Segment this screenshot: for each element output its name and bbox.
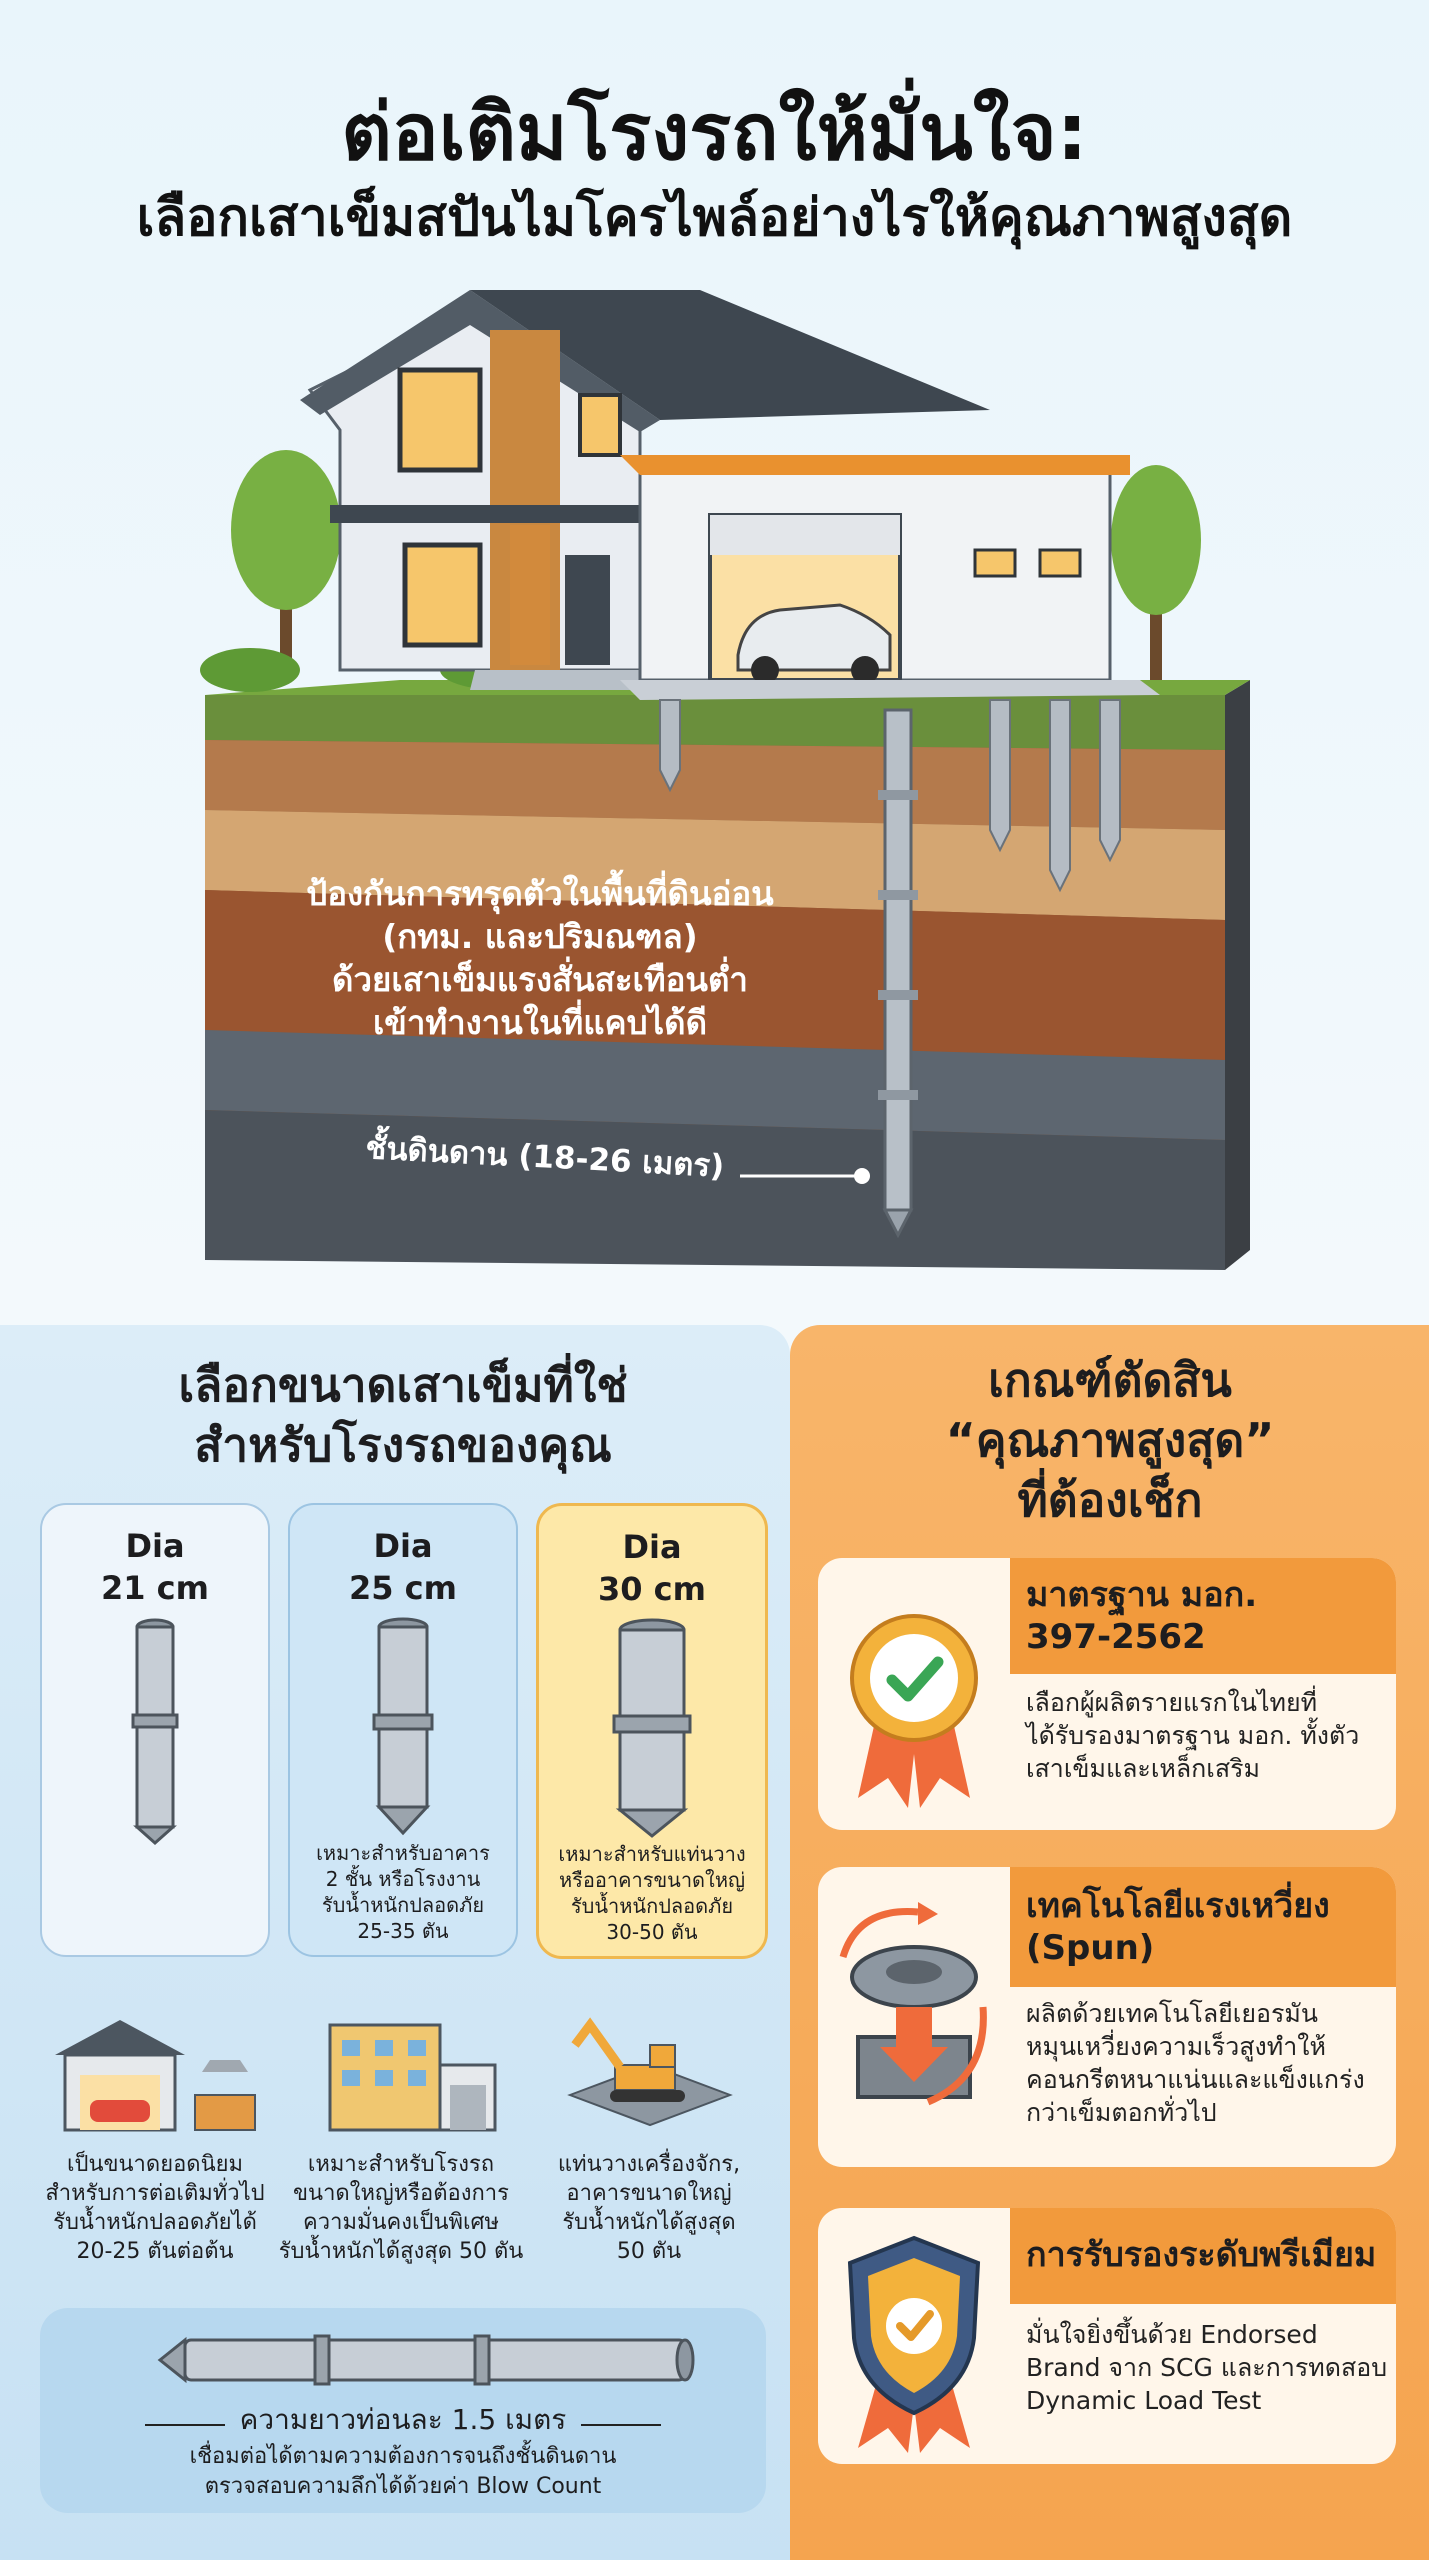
excavator-icon (567, 2017, 733, 2127)
criteria-title-line3: ที่ต้องเช็ก (1017, 1473, 1203, 1527)
scene-desc-line: รับน้ำหนักได้สูงสุด 50 ตัน (278, 2239, 524, 2264)
criteria-body-line: มั่นใจยิ่งขึ้นด้วย Endorsed (1026, 2320, 1318, 2349)
dimension-line (581, 2423, 662, 2426)
scene-desc-line: อาคารขนาดใหญ่ (566, 2181, 732, 2206)
dia-word: Dia (373, 1527, 433, 1565)
page-title: ต่อเติมโรงรถให้มั่นใจ: (341, 88, 1088, 178)
house-soil-illustration: ป้องกันการทรุดตัวในพื้นที่ดินอ่อน (กทม. … (200, 290, 1250, 1270)
criteria-body-line: Brand จาก SCG และการทดสอบ (1026, 2353, 1388, 2382)
criteria-body-line: เลือกผู้ผลิตรายแรกในไทยที่ (1026, 1688, 1318, 1717)
criteria-card-premium[interactable]: การรับรองระดับพรีเมียม มั่นใจยิ่งขึ้นด้ว… (818, 2208, 1396, 2464)
criteria-title: เกณฑ์ตัดสิน “คุณภาพสูงสุด” ที่ต้องเช็ก (800, 1350, 1420, 1530)
spinning-mold-icon (839, 1902, 987, 2106)
garage-kitchen-icon (55, 2020, 256, 2132)
scene-desc-line: ความมั่นคงเป็นพิเศษ (303, 2210, 499, 2235)
criteria-title-line2: “คุณภาพสูงสุด” (945, 1413, 1275, 1467)
dia-card-30[interactable]: Dia 30 cm เหมาะสำหรับแท่นวาง หรืออาคารขน… (536, 1503, 768, 1959)
criteria-header-text: มาตรฐาน มอก. 397-2562 (1026, 1574, 1257, 1658)
criteria-header-line: (Spun) (1026, 1928, 1155, 1968)
dia-word: Dia (125, 1527, 185, 1565)
criteria-body-line: ได้รับรองมาตรฐาน มอก. ทั้งตัว (1026, 1721, 1360, 1750)
shield-check-icon (847, 2235, 981, 2453)
dimension-line (144, 2423, 225, 2426)
pile-size-title: เลือกขนาดเสาเข็มที่ใช่ สำหรับโรงรถของคุณ (40, 1355, 766, 1475)
dia-card-desc: เหมาะสำหรับแท่นวาง หรืออาคารขนาดใหญ่ รับ… (545, 1841, 759, 1945)
scene-desc-21: เป็นขนาดยอดนิยม สำหรับการต่อเติมทั่วไป ร… (30, 2150, 280, 2266)
criteria-body: เลือกผู้ผลิตรายแรกในไทยที่ ได้รับรองมาตร… (1026, 1686, 1388, 1785)
dia-desc-line: รับน้ำหนักปลอดภัย (321, 1893, 485, 1917)
hero-callout-line3: ด้วยเสาเข็มแรงสั่นสะเทือนต่ำ (332, 956, 748, 999)
dia-size: 21 cm (101, 1569, 209, 1607)
dia-desc-line: รับน้ำหนักปลอดภัย (570, 1894, 734, 1918)
dia-card-label: Dia 25 cm (290, 1525, 516, 1609)
pile-length-note2: ตรวจสอบความลึกได้ด้วยค่า Blow Count (204, 2474, 602, 2499)
pile-30-icon (612, 1618, 692, 1838)
criteria-body: ผลิตด้วยเทคโนโลยีเยอรมัน หมุนเหวี่ยงความ… (1026, 1997, 1388, 2129)
hero-callout-line1: ป้องกันการทรุดตัวในพื้นที่ดินอ่อน (306, 869, 774, 915)
hero-callout-line4: เข้าทำงานในที่แคบได้ดี (373, 999, 707, 1042)
dia-card-label: Dia 21 cm (42, 1525, 268, 1609)
criteria-body-line: กว่าเข็มตอกทั่วไป (1026, 2098, 1217, 2127)
criteria-header-line: เทคโนโลยีแรงเหวี่ยง (1026, 1886, 1330, 1926)
scene-desc-line: 20-25 ตันต่อต้น (76, 2239, 234, 2264)
dia-word: Dia (622, 1528, 682, 1566)
criteria-title-line1: เกณฑ์ตัดสิน (988, 1353, 1232, 1407)
page-subtitle: เลือกเสาเข็มสปันไมโครไพล์อย่างไรให้คุณภา… (136, 188, 1293, 248)
criteria-body-line: คอนกรีตหนาแน่นและแข็งแกร่ง (1026, 2065, 1365, 2094)
dia-desc-line: 30-50 ตัน (606, 1920, 698, 1944)
criteria-card-spun[interactable]: เทคโนโลยีแรงเหวี่ยง (Spun) ผลิตด้วยเทคโน… (818, 1867, 1396, 2167)
scene-desc-line: สำหรับการต่อเติมทั่วไป (45, 2181, 265, 2206)
dia-card-desc: เหมาะสำหรับอาคาร 2 ชั้น หรือโรงงาน รับน้… (296, 1840, 510, 1944)
criteria-card-standard[interactable]: มาตรฐาน มอก. 397-2562 เลือกผู้ผลิตรายแรก… (818, 1558, 1396, 1830)
scene-desc-25: เหมาะสำหรับโรงรถ ขนาดใหญ่หรือต้องการ ควา… (276, 2150, 526, 2266)
scene-desc-line: เหมาะสำหรับโรงรถ (307, 2152, 495, 2177)
criteria-body-line: หมุนเหวี่ยงความเร็วสูงทำให้ (1026, 2032, 1326, 2061)
large-building-icon (328, 2023, 497, 2132)
dia-desc-line: เหมาะสำหรับแท่นวาง (558, 1842, 746, 1866)
pile-length-box: ความยาวท่อนละ 1.5 เมตร เชื่อมต่อได้ตามคว… (40, 2308, 766, 2513)
hero-callout-line2: (กทม. และปริมณฑล) (382, 917, 698, 956)
dia-desc-line: 25-35 ตัน (357, 1919, 449, 1943)
dia-desc-line: หรืออาคารขนาดใหญ่ (558, 1868, 746, 1892)
pile-length-note1: เชื่อมต่อได้ตามความต้องการจนถึงชั้นดินดา… (189, 2444, 617, 2469)
pile-size-title-line1: เลือกขนาดเสาเข็มที่ใช่ (178, 1358, 628, 1412)
criteria-header-line: มาตรฐาน มอก. (1026, 1575, 1258, 1615)
dia-desc-line: 2 ชั้น หรือโรงงาน (325, 1867, 481, 1891)
criteria-header: การรับรองระดับพรีเมียม (1010, 2208, 1396, 2304)
criteria-header-text: เทคโนโลยีแรงเหวี่ยง (Spun) (1026, 1885, 1330, 1969)
pile-21-icon (131, 1618, 179, 1845)
scene-desc-line: รับน้ำหนักปลอดภัยได้ (53, 2210, 257, 2235)
dia-desc-line: เหมาะสำหรับอาคาร (316, 1841, 490, 1865)
dia-card-label: Dia 30 cm (539, 1526, 765, 1610)
pile-size-title-line2: สำหรับโรงรถของคุณ (194, 1418, 612, 1472)
criteria-header: มาตรฐาน มอก. 397-2562 (1010, 1558, 1396, 1674)
dia-card-21[interactable]: Dia 21 cm (40, 1503, 270, 1957)
scene-desc-line: เป็นขนาดยอดนิยม (66, 2152, 244, 2177)
scene-desc-line: แท่นวางเครื่องจักร, (557, 2152, 741, 2177)
scene-desc-line: รับน้ำหนักได้สูงสุด (562, 2210, 736, 2235)
pile-length-label: ความยาวท่อนละ 1.5 เมตร (239, 2403, 567, 2436)
criteria-body-line: Dynamic Load Test (1026, 2386, 1262, 2415)
criteria-body-line: ผลิตด้วยเทคโนโลยีเยอรมัน (1026, 1999, 1318, 2028)
dia-card-25[interactable]: Dia 25 cm เหมาะสำหรับอาคาร 2 ชั้น หรือโร… (288, 1503, 518, 1957)
scene-desc-30: แท่นวางเครื่องจักร, อาคารขนาดใหญ่ รับน้ำ… (524, 2150, 774, 2266)
dia-size: 30 cm (598, 1570, 706, 1608)
pile-segment-icon (157, 2334, 695, 2386)
scene-desc-line: ขนาดใหญ่หรือต้องการ (293, 2181, 509, 2206)
award-ribbon-check-icon (850, 1614, 978, 1808)
scene-desc-line: 50 ตัน (616, 2239, 682, 2264)
dia-size: 25 cm (349, 1569, 457, 1607)
criteria-body: มั่นใจยิ่งขึ้นด้วย Endorsed Brand จาก SC… (1026, 2318, 1388, 2417)
criteria-header-text: การรับรองระดับพรีเมียม (1026, 2234, 1376, 2276)
criteria-header: เทคโนโลยีแรงเหวี่ยง (Spun) (1010, 1867, 1396, 1987)
pile-25-icon (372, 1617, 434, 1836)
criteria-header-line: 397-2562 (1026, 1617, 1206, 1657)
pile-length-row: ความยาวท่อนละ 1.5 เมตร (40, 2398, 766, 2442)
criteria-body-line: เสาเข็มและเหล็กเสริม (1026, 1754, 1261, 1783)
criteria-header-line: การรับรองระดับพรีเมียม (1026, 2235, 1377, 2275)
